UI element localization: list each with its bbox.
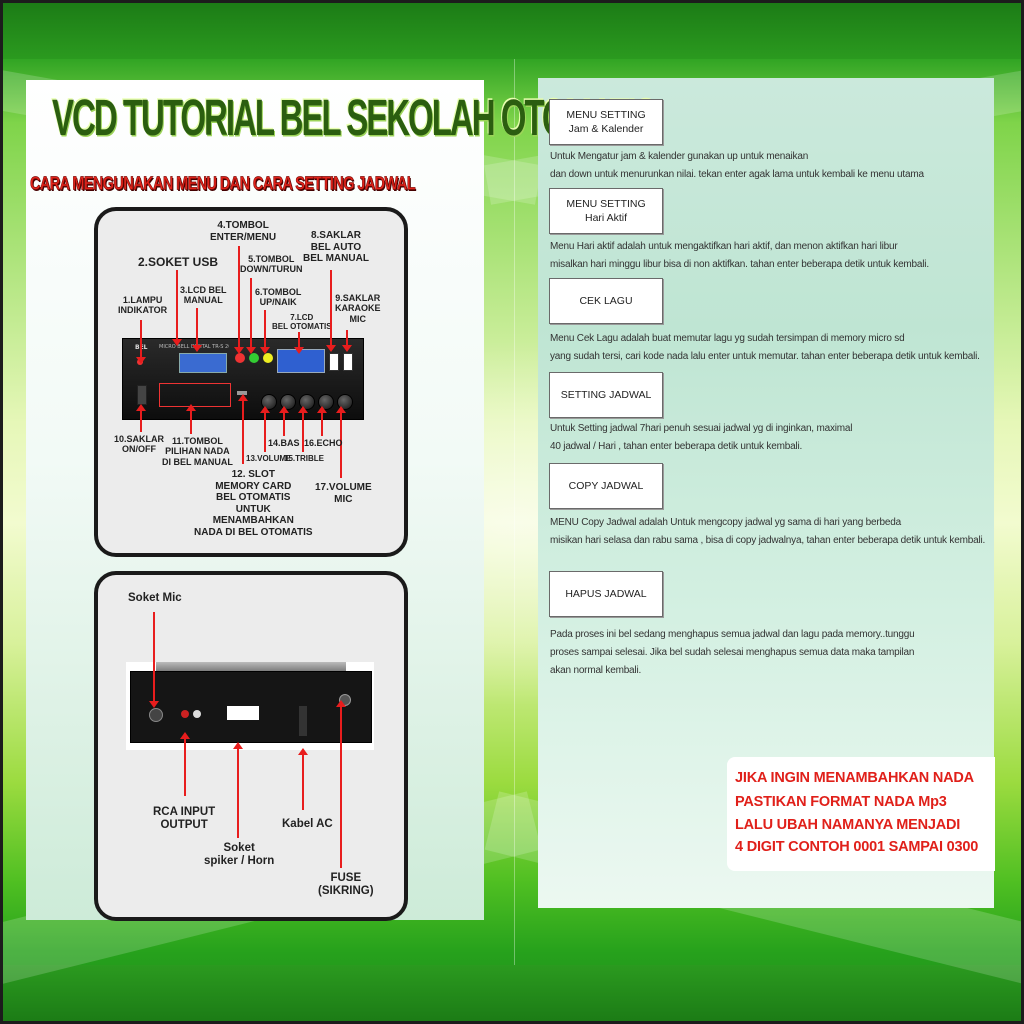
- arrow-lampu: [136, 320, 146, 364]
- arrow-down: [246, 278, 256, 354]
- saklar-karaoke[interactable]: [343, 353, 353, 371]
- arrow-pilihan: [186, 404, 196, 434]
- arrow-volume: [260, 406, 270, 452]
- speaker-terminal[interactable]: [227, 706, 259, 720]
- label-bas: 14.BAS: [268, 438, 300, 448]
- bottom-green-band: [3, 965, 1021, 1021]
- label-soket-usb: 2.SOKET USB: [138, 255, 219, 269]
- arrow-slot: [238, 394, 248, 464]
- desc-setting-jadwal: Untuk Setting jadwal 7hari penuh sesuai …: [550, 423, 853, 452]
- menu-copy-jadwal: COPY JADWAL: [549, 463, 663, 509]
- arrow-spiker: [233, 742, 243, 838]
- note-line-1: JIKA INGIN MENAMBAHKAN NADA: [735, 770, 974, 786]
- desc-copy-jadwal: MENU Copy Jadwal adalah Untuk mengcopy j…: [550, 517, 986, 546]
- mic-socket[interactable]: [149, 708, 163, 722]
- arrow-trible: [298, 406, 308, 452]
- note-line-2: PASTIKAN FORMAT NADA Mp3: [735, 794, 947, 810]
- up-button[interactable]: [263, 353, 273, 363]
- arrow-rca: [180, 732, 190, 796]
- down-button[interactable]: [249, 353, 259, 363]
- arrow-lcd-otomatis: [294, 332, 304, 354]
- rca-white[interactable]: [193, 710, 201, 718]
- menu-setting-jadwal: SETTING JADWAL: [549, 372, 663, 418]
- desc-hapus-jadwal: Pada proses ini bel sedang menghapus sem…: [550, 629, 915, 676]
- enter-button[interactable]: [235, 353, 245, 363]
- arrow-up: [260, 310, 270, 354]
- label-trible: 15.TRIBLE: [284, 454, 325, 463]
- note-line-4: 4 DIGIT CONTOH 0001 SAMPAI 0300: [735, 839, 979, 855]
- label-echo: 16.ECHO: [304, 438, 343, 448]
- menu-cek-lagu: CEK LAGU: [549, 278, 663, 324]
- label-kabel-ac: Kabel AC: [282, 818, 333, 830]
- arrow-echo: [317, 406, 327, 436]
- device-back-top: [156, 662, 346, 672]
- menu-hapus-jadwal: HAPUS JADWAL: [549, 571, 663, 617]
- lcd-manual-screen: [179, 353, 227, 373]
- arrow-bas: [279, 406, 289, 436]
- memory-card-slot[interactable]: [237, 391, 247, 395]
- label-fuse: FUSE(SIKRING): [318, 872, 374, 898]
- note-line-3: LALU UBAH NAMANYA MENJADI: [735, 817, 961, 833]
- page-subtitle: CARA MENGUNAKAN MENU DAN CARA SETTING JA…: [30, 174, 416, 195]
- label-volume: 13.VOLUME: [246, 454, 292, 463]
- arrow-karaoke: [342, 330, 352, 352]
- device-back-body: [130, 671, 372, 743]
- arrow-volmic: [336, 406, 346, 478]
- arrow-soket-mic: [149, 612, 159, 708]
- rca-red[interactable]: [181, 710, 189, 718]
- arrow-usb: [172, 270, 182, 346]
- arrow-lcd-manual: [192, 308, 202, 352]
- page-title: VCD TUTORIAL BEL SEKOLAH OTOMATIS: [52, 88, 658, 146]
- arrow-kabel: [298, 748, 308, 810]
- label-soket-mic: Soket Mic: [128, 592, 182, 604]
- desc-cek-lagu: Menu Cek Lagu adalah buat memutar lagu y…: [550, 333, 980, 362]
- desc-hari-aktif: Menu Hari aktif adalah untuk mengaktifka…: [550, 241, 929, 270]
- note-box: [727, 757, 995, 871]
- arrow-saklar: [326, 270, 336, 352]
- top-green-band: [3, 3, 1021, 59]
- saklar-onoff[interactable]: [137, 385, 147, 405]
- saklar-auto-manual[interactable]: [329, 353, 339, 371]
- arrow-enter: [234, 246, 244, 354]
- page-fold: [514, 59, 515, 965]
- desc-setting-jam: Untuk Mengatur jam & kalender gunakan up…: [550, 151, 924, 180]
- ac-cable: [299, 706, 307, 736]
- arrow-fuse: [336, 700, 346, 868]
- arrow-onoff: [136, 404, 146, 432]
